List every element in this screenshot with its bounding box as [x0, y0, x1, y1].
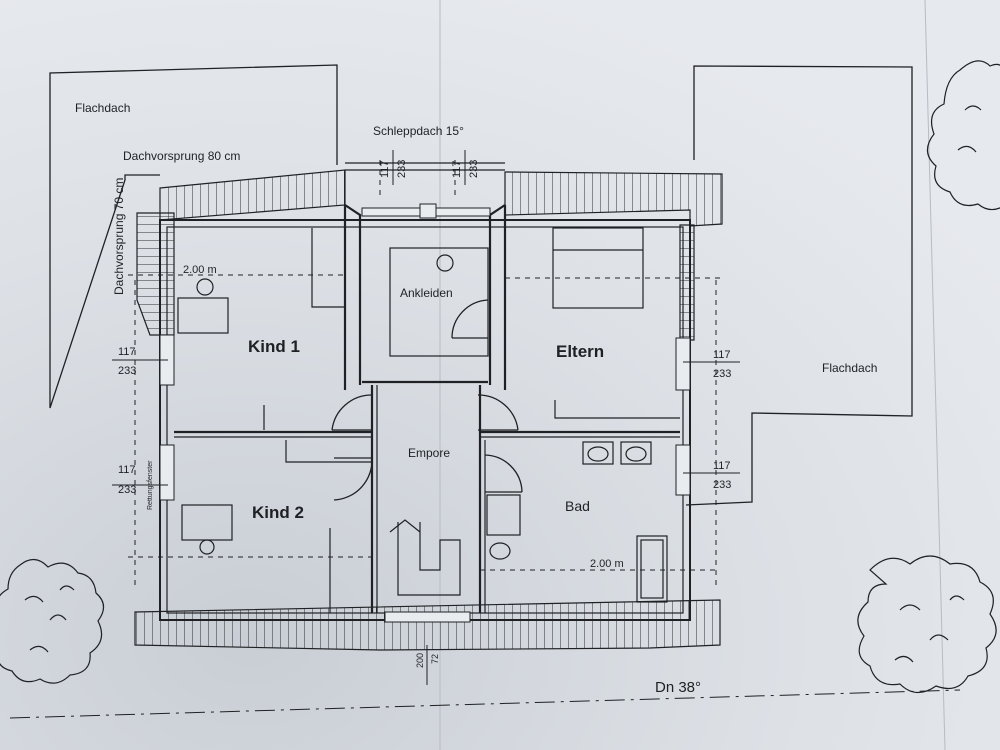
- room-kind-1: Kind 1: [248, 337, 300, 356]
- flat-roof-left-label: Flachdach: [75, 101, 130, 115]
- dim-top-b-2: 233: [468, 160, 480, 178]
- room-kind-2: Kind 2: [252, 503, 304, 522]
- tree-left-icon: [0, 558, 105, 684]
- dim-left-1-2: 233: [118, 365, 136, 377]
- dim-top-a-2: 233: [396, 160, 408, 178]
- dim-left-2-1: 117: [118, 464, 136, 476]
- roof-pitch-label: Dn 38°: [655, 679, 701, 696]
- tree-top-right-icon: [926, 60, 1000, 211]
- room-empore: Empore: [408, 446, 450, 460]
- width-label-right: 2.00 m: [590, 558, 624, 570]
- property-line: [9, 689, 961, 719]
- room-ankleiden: Ankleiden: [400, 286, 453, 300]
- width-label-left: 2.00 m: [183, 264, 217, 276]
- dim-right-1-1: 117: [713, 349, 731, 361]
- dim-right-2-1: 117: [713, 460, 731, 472]
- room-bad: Bad: [565, 498, 590, 514]
- dim-top-b-1: 117: [451, 160, 463, 178]
- dim-top-a-1: 117: [379, 160, 391, 178]
- dim-left-1-1: 117: [118, 346, 136, 358]
- dim-bottom-2: 72: [430, 654, 440, 664]
- dim-left-2-2: 233: [118, 484, 136, 496]
- overhang-70-label: Dachvorsprung 70 cm: [112, 178, 126, 295]
- dimension-lines: [112, 150, 740, 685]
- flat-roof-left: [49, 64, 338, 409]
- overhang-80-label: Dachvorsprung 80 cm: [123, 149, 240, 163]
- dim-right-1-2: 233: [713, 368, 731, 380]
- flat-roof-right: [685, 65, 913, 506]
- doors: [331, 299, 523, 501]
- dim-right-2-2: 233: [713, 479, 731, 491]
- dim-bottom-1: 200: [415, 653, 425, 668]
- room-eltern: Eltern: [556, 342, 604, 361]
- windows: [159, 203, 691, 623]
- tree-right-icon: [857, 555, 997, 694]
- shed-roof-label: Schleppdach 15°: [373, 124, 464, 138]
- knee-height-lines: [128, 160, 720, 590]
- furniture: [177, 227, 680, 613]
- interior-walls: [174, 204, 680, 613]
- escape-window-label: Rettungsfenster: [147, 460, 154, 510]
- flat-roof-right-label: Flachdach: [822, 361, 877, 375]
